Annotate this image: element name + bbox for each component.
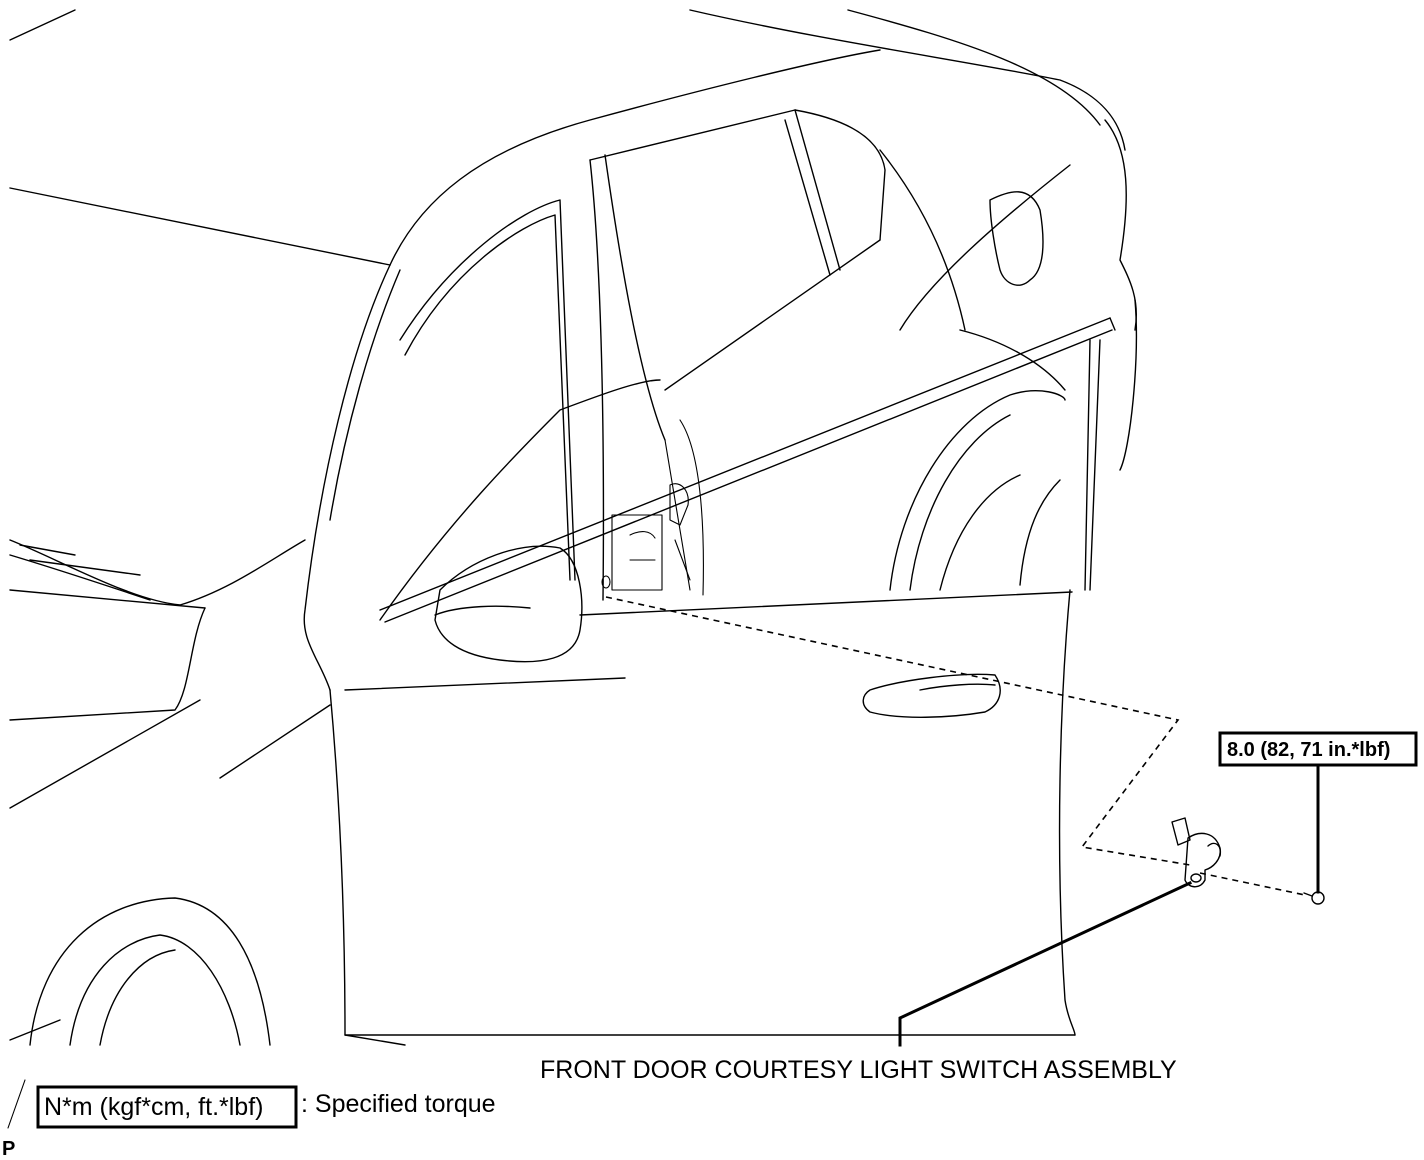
bolt-part — [1303, 891, 1325, 905]
legend-description: : Specified torque — [301, 1090, 496, 1118]
torque-callout: 8.0 (82, 71 in.*lbf) — [1218, 731, 1418, 767]
figure-code: P — [2, 1079, 26, 1160]
part-label-leader — [898, 881, 1192, 1047]
torque-legend: N*m (kgf*cm, ft.*lbf) : Specified torque — [36, 1085, 496, 1129]
part-label: FRONT DOOR COURTESY LIGHT SWITCH ASSEMBL… — [540, 1056, 1177, 1084]
installation-guide-lines — [605, 596, 1306, 896]
torque-value: 8.0 (82, 71 in.*lbf) — [1227, 739, 1390, 761]
courtesy-light-switch-part — [1171, 817, 1222, 888]
legend-unit-box: N*m (kgf*cm, ft.*lbf) — [44, 1093, 263, 1121]
car-body-drawing — [9, 9, 1137, 1046]
figure-code-text: P — [2, 1138, 15, 1160]
